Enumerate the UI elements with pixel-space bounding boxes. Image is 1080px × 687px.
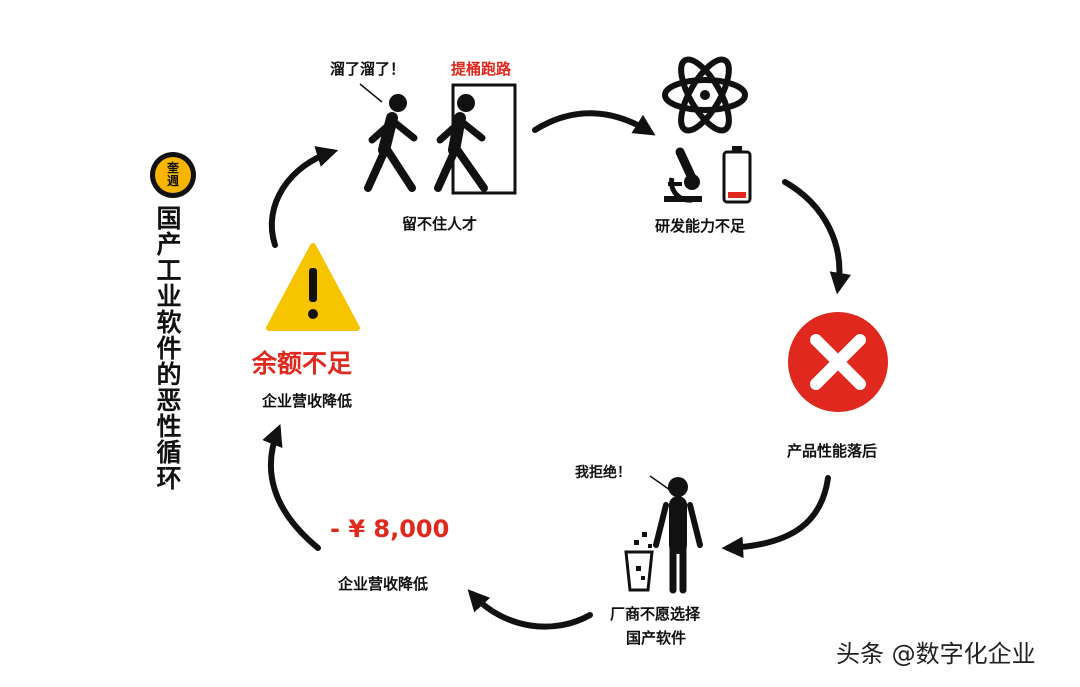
- badge-line1: 奎: [166, 161, 179, 175]
- refuse-label-line2: 国产软件: [626, 629, 687, 647]
- talent-speech: 溜了溜了！: [330, 60, 406, 78]
- walking-man-icon: [364, 94, 418, 192]
- arrow-refuse-to-revenue: [467, 589, 593, 630]
- walking-man-icon: [434, 94, 488, 192]
- arrow-balance-to-talent: [268, 146, 339, 248]
- speech-pointer-line: [649, 475, 671, 491]
- error-x-icon: [788, 312, 888, 412]
- arrow-talent-to-rd: [532, 110, 656, 136]
- trash-bin-icon: [624, 532, 654, 592]
- watermark: 头条 @数字化企业: [836, 640, 1036, 668]
- standing-man-icon: [653, 477, 703, 594]
- badge-line2: 週: [166, 174, 179, 188]
- balance-label: 企业营收降低: [262, 392, 353, 410]
- balance-headline: 余额不足: [252, 349, 353, 378]
- page-title: 国产工业软件的恶性循环: [153, 205, 182, 491]
- refuse-speech: 我拒绝！: [575, 465, 631, 481]
- revenue-label: 企业营收降低: [338, 575, 429, 593]
- talent-tag: 提桶跑路: [451, 60, 512, 78]
- refuse-label-line1: 厂商不愿选择: [610, 605, 701, 623]
- product-label: 产品性能落后: [787, 442, 878, 460]
- atom-icon: [662, 56, 748, 134]
- rd-label: 研发能力不足: [655, 217, 746, 235]
- talent-label: 留不住人才: [402, 215, 478, 233]
- battery-low-icon: [722, 146, 752, 204]
- revenue-amount: - ¥ 8,000: [330, 515, 450, 543]
- arrow-revenue-to-balance: [262, 423, 321, 551]
- brand-badge: 奎 週: [150, 152, 196, 198]
- arrow-rd-to-product: [782, 179, 852, 295]
- warning-triangle-icon: [266, 243, 360, 331]
- microscope-icon: [664, 147, 702, 203]
- arrow-product-to-refuse: [721, 475, 831, 559]
- speech-pointer-line: [359, 83, 383, 103]
